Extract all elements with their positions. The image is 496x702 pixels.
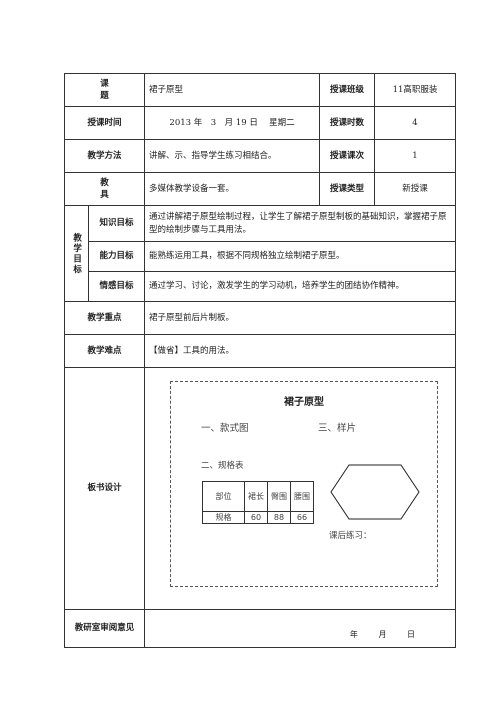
board-label: 板书设计: [63, 367, 146, 610]
after-class-exercise: 课后练习：: [329, 531, 372, 541]
emotion-label: 情感目标: [87, 271, 146, 302]
row-knowledge-goal: 教学目标 知识目标 通过讲解裙子原型绘制过程，让学生了解裙子原型制板的基础知识，…: [64, 205, 457, 302]
board-cell: 裙子原型 一、款式图 三、样片 二、规格表 部位 裙长 臀围 腰围 规格: [144, 367, 457, 610]
size-table-header-waist: 腰围: [290, 481, 315, 512]
board-dashed-frame: 裙子原型 一、款式图 三、样片 二、规格表 部位 裙长 臀围 腰围 规格: [170, 381, 439, 587]
method-value: 讲解、示、指导学生练习相结合。: [144, 139, 321, 173]
size-table-heading: 二、规格表: [201, 461, 244, 471]
time-value: 2013 年 3 月 19 日 星期二: [144, 106, 321, 140]
lesson-plan-table: 课 题 裙子原型 授课班级 11高职服装 授课时间 2013 年 3 月 19 …: [63, 73, 457, 648]
ability-value: 能熟练运用工具，根据不同规格独立绘制裙子原型。: [144, 241, 457, 272]
time-label: 授课时间: [63, 106, 146, 140]
row-difficulty: 教学难点 【做省】工具的用法。: [63, 334, 457, 368]
difficulty-label: 教学难点: [63, 334, 146, 368]
pattern-piece-heading: 三、样片: [318, 423, 357, 434]
review-label: 教研室审阅意见: [63, 609, 146, 648]
goals-group-cell: 教学目标: [64, 205, 89, 302]
review-date-year: 年: [349, 630, 358, 640]
session-label: 授课课次: [319, 139, 376, 173]
emotion-value: 通过学习、讨论，激发学生的学习动机，培养学生的团结协作精神。: [144, 271, 457, 302]
size-table-value-waist: 66: [290, 511, 315, 524]
key-point-value: 裙子原型前后片制板。: [144, 301, 457, 335]
class-label: 授课班级: [319, 73, 376, 107]
board-title: 裙子原型: [284, 397, 325, 408]
goals-group-label: 教学目标: [71, 232, 82, 275]
course-label: 课 题: [63, 73, 154, 107]
row-board-design: 板书设计 裙子原型 一、款式图 三、样片 二、规格表 部位 裙长 臀围 腰围: [63, 367, 457, 610]
size-table: 部位 裙长 臀围 腰围 规格 60 88 66: [202, 481, 315, 524]
hours-label: 授课时数: [319, 106, 376, 140]
course-value: 裙子原型: [144, 73, 321, 107]
row-key-point: 教学重点 裙子原型前后片制板。: [63, 301, 457, 335]
size-table-value-length: 60: [244, 511, 269, 524]
size-table-value-hip: 88: [267, 511, 292, 524]
key-point-label: 教学重点: [63, 301, 146, 335]
type-label: 授课类型: [319, 172, 376, 206]
class-value: 11高职服装: [374, 73, 457, 107]
row-review: 教研室审阅意见 年 月 日: [63, 609, 457, 648]
tools-value: 多媒体教学设备一套。: [144, 172, 321, 206]
tools-label: 教 具: [63, 172, 154, 206]
board-area: 裙子原型 一、款式图 三、样片 二、规格表 部位 裙长 臀围 腰围 规格: [145, 368, 455, 609]
ability-label: 能力目标: [87, 241, 146, 272]
size-table-header-length: 裙长: [244, 481, 269, 512]
review-date-month: 月: [378, 630, 387, 640]
size-table-part-header: 部位: [202, 481, 246, 512]
row-method: 教学方法 讲解、示、指导学生练习相结合。 授课课次 1: [63, 139, 457, 173]
row-emotion-goal: 情感目标 通过学习、讨论，激发学生的学习动机，培养学生的团结协作精神。: [65, 271, 457, 302]
size-table-header-hip: 臀围: [267, 481, 292, 512]
method-label: 教学方法: [63, 139, 146, 173]
knowledge-value: 通过讲解裙子原型绘制过程，让学生了解裙子原型制板的基础知识，掌握裙子原型的绘制步…: [144, 205, 457, 242]
row-tools: 教 具 多媒体教学设备一套。 授课类型 新授课: [63, 172, 457, 206]
review-cell: 年 月 日: [144, 609, 457, 648]
pattern-hexagon-shape: [330, 464, 420, 520]
review-date-day: 日: [407, 630, 416, 640]
type-value: 新授课: [374, 172, 457, 206]
hours-value: 4: [374, 106, 457, 140]
row-ability-goal: 能力目标 能熟练运用工具，根据不同规格独立绘制裙子原型。: [65, 241, 457, 272]
session-value: 1: [374, 139, 457, 173]
style-drawing-heading: 一、款式图: [201, 423, 249, 434]
row-time: 授课时间 2013 年 3 月 19 日 星期二 授课时数 4: [63, 106, 457, 140]
row-course: 课 题 裙子原型 授课班级 11高职服装: [63, 73, 457, 107]
review-date: 年 月 日: [332, 629, 415, 641]
knowledge-label: 知识目标: [87, 205, 146, 242]
size-table-row-label: 规格: [202, 511, 246, 524]
difficulty-value: 【做省】工具的用法。: [144, 334, 457, 368]
